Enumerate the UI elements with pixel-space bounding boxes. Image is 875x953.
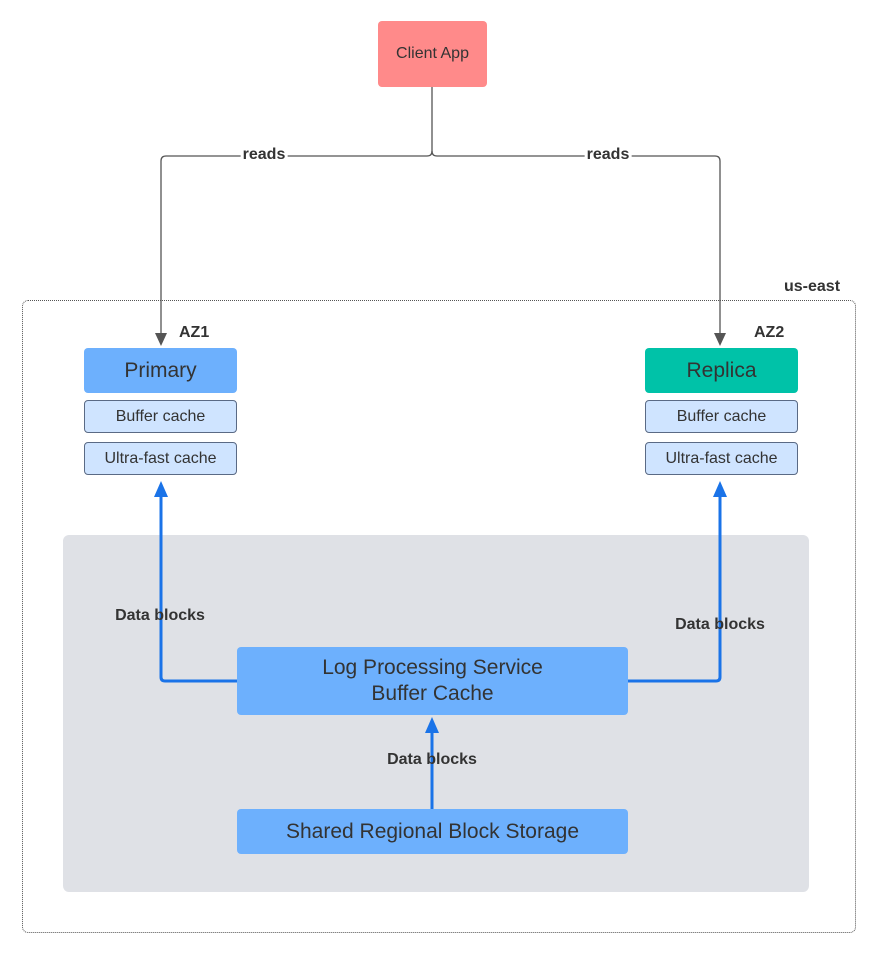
edge-client-to-replica [431, 150, 721, 334]
replica-ultrafast-cache: Ultra-fast cache [645, 442, 798, 475]
log-service-title: Log Processing Service [322, 656, 543, 679]
region-label: us-east [784, 278, 841, 295]
arrowhead-primary [155, 333, 167, 346]
data-blocks-label-replica: Data blocks [675, 616, 765, 633]
arrowhead-ultrafast-primary [154, 481, 168, 497]
region-boundary [22, 300, 856, 933]
reads-label-right: reads [584, 146, 632, 164]
edge-log-to-replica [628, 495, 722, 683]
arrowhead-log-service [425, 717, 439, 733]
replica-node: Replica [645, 348, 798, 393]
reads-label-left: reads [240, 146, 288, 164]
replica-label: Replica [686, 358, 757, 382]
primary-buffer-cache-label: Buffer cache [115, 407, 206, 425]
az2-label: AZ2 [754, 324, 785, 341]
replica-buffer-cache: Buffer cache [645, 400, 798, 433]
az1-label: AZ1 [179, 324, 210, 341]
log-processing-service-node: Log Processing Service Buffer Cache [237, 647, 628, 715]
primary-node: Primary [84, 348, 237, 393]
log-service-subtitle: Buffer Cache [371, 682, 494, 705]
arrowhead-ultrafast-replica [713, 481, 727, 497]
data-blocks-label-primary: Data blocks [115, 607, 205, 624]
edge-client-to-primary [160, 87, 433, 334]
arrowhead-replica [714, 333, 726, 346]
primary-ultrafast-cache: Ultra-fast cache [84, 442, 237, 475]
primary-ultrafast-cache-label: Ultra-fast cache [104, 449, 217, 467]
replica-ultrafast-cache-label: Ultra-fast cache [665, 449, 778, 467]
primary-buffer-cache: Buffer cache [84, 400, 237, 433]
shared-storage-label: Shared Regional Block Storage [285, 819, 579, 843]
edge-log-to-primary [159, 495, 237, 683]
client-app-node: Client App [378, 21, 487, 87]
data-blocks-label-storage: Data blocks [387, 751, 477, 768]
shared-block-storage-node: Shared Regional Block Storage [237, 809, 628, 854]
replica-buffer-cache-label: Buffer cache [676, 407, 767, 425]
client-app-label: Client App [396, 45, 469, 62]
primary-label: Primary [124, 358, 197, 382]
